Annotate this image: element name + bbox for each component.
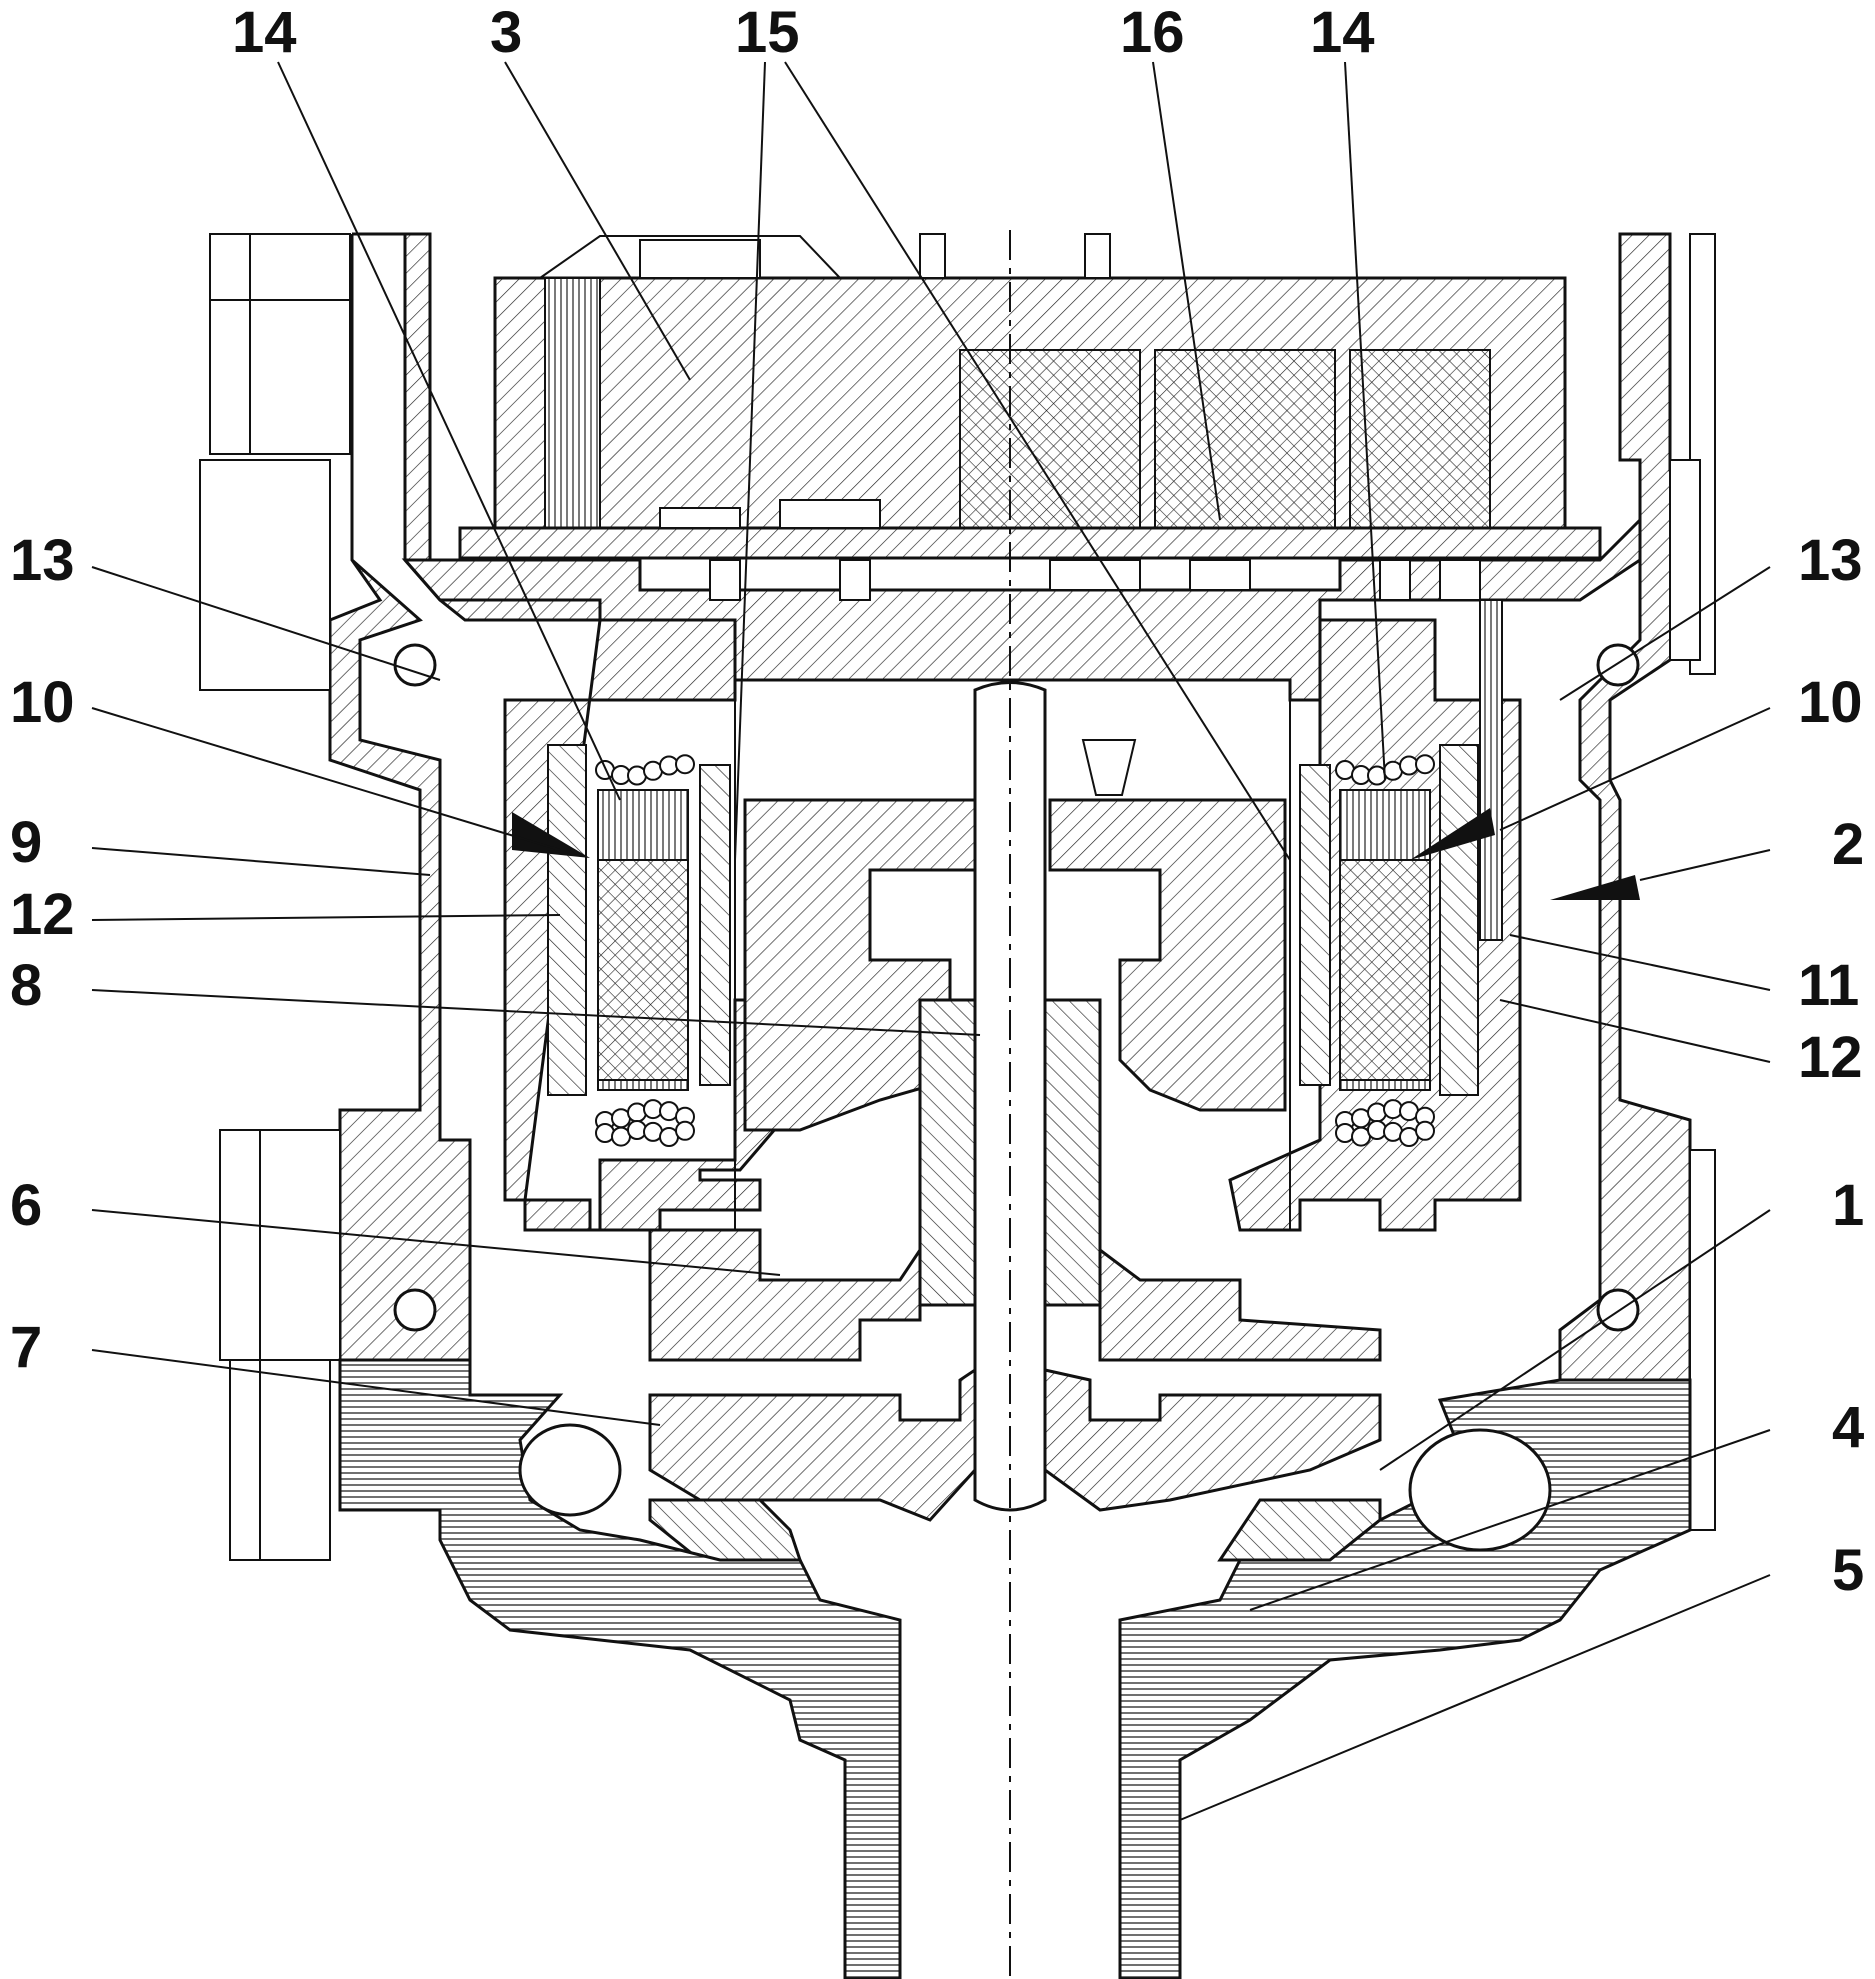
label-11: 11 <box>1798 953 1859 1018</box>
label-8: 8 <box>10 953 42 1018</box>
label-15: 15 <box>735 0 800 65</box>
label-3: 3 <box>490 0 522 65</box>
label-2: 2 <box>1832 812 1864 877</box>
coil-wire <box>1368 1104 1386 1122</box>
label-7: 7 <box>10 1315 42 1380</box>
coil-wire <box>1416 1122 1434 1140</box>
left-stator-coil <box>548 745 730 1095</box>
label-9: 9 <box>10 810 42 875</box>
coil-wire <box>1336 1124 1354 1142</box>
label-1: 1 <box>1832 1173 1864 1238</box>
coil-wire <box>1416 755 1434 773</box>
label-6: 6 <box>10 1173 42 1238</box>
coil-wire <box>628 1104 646 1122</box>
label-14-top-left: 14 <box>232 0 297 65</box>
label-12-right: 12 <box>1798 1025 1863 1090</box>
label-12-left: 12 <box>10 882 75 947</box>
electronics-module <box>460 234 1600 600</box>
flow-arrow-marker <box>1550 875 1640 900</box>
label-5: 5 <box>1832 1538 1864 1603</box>
label-4: 4 <box>1832 1395 1864 1460</box>
label-10-right: 10 <box>1798 670 1863 735</box>
label-13-right: 13 <box>1798 528 1863 593</box>
label-13-left: 13 <box>10 528 75 593</box>
label-16: 16 <box>1120 0 1185 65</box>
left-connector-block <box>200 234 350 1560</box>
coil-wire <box>676 755 694 773</box>
coil-wire <box>676 1122 694 1140</box>
coil-wire <box>596 1124 614 1142</box>
label-10-left: 10 <box>10 670 75 735</box>
label-14-top-right: 14 <box>1310 0 1375 65</box>
